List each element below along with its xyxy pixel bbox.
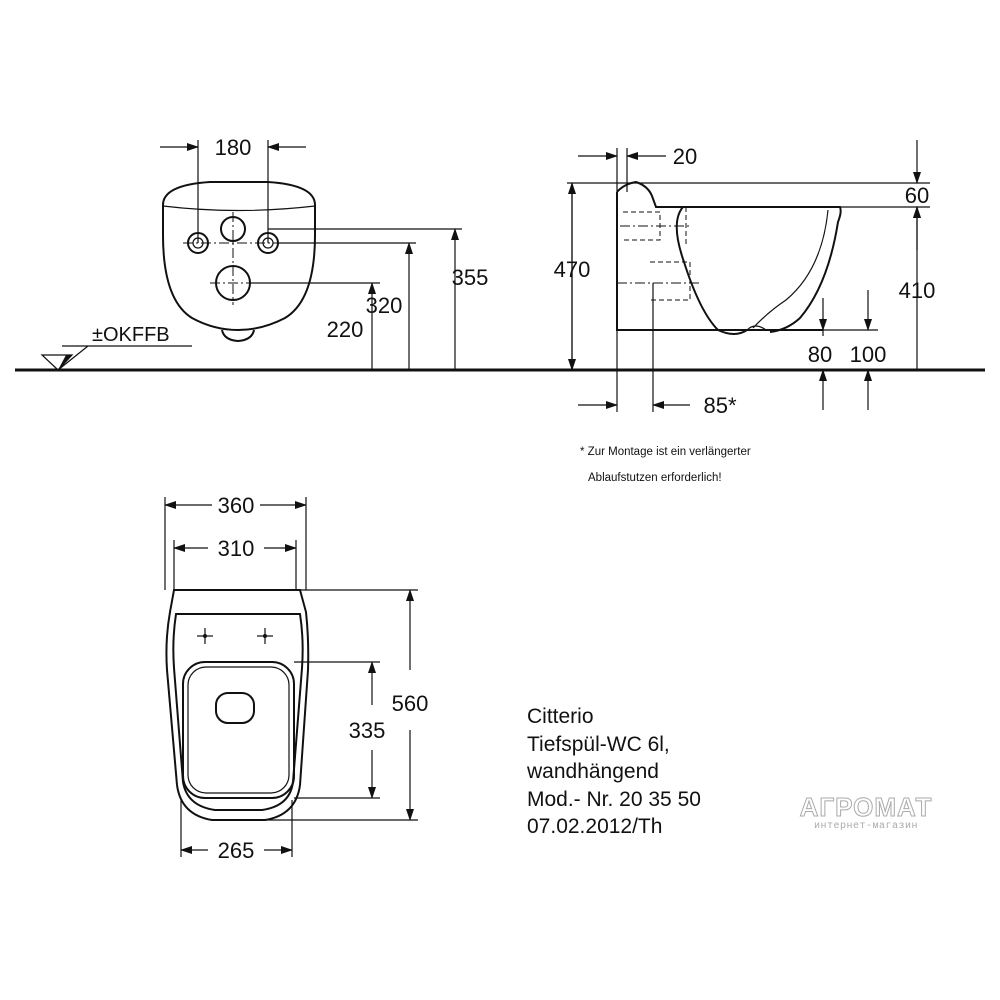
product-info: Citterio Tiefspül-WC 6l, wandhängend Mod… <box>527 703 701 841</box>
footnote-line1: * Zur Montage ist ein verlängerter <box>580 446 751 458</box>
dim-310: 310 <box>218 536 255 561</box>
footnote-line2: Ablaufstutzen erforderlich! <box>588 472 722 484</box>
side-inner-rim <box>752 209 829 329</box>
product-model-number: Mod.- Nr. 20 35 50 <box>527 787 701 811</box>
dim-320: 320 <box>366 293 403 318</box>
dim-335: 335 <box>349 718 386 743</box>
product-type: Tiefspül-WC 6l, <box>527 732 670 756</box>
side-inner-bowl <box>675 206 748 335</box>
dim-470: 470 <box>554 257 591 282</box>
front-outlet <box>221 329 255 343</box>
dim-560: 560 <box>392 691 429 716</box>
dim-265: 265 <box>218 838 255 863</box>
side-bowl-outline <box>616 180 842 333</box>
dim-410: 410 <box>899 278 936 303</box>
top-fixing-mark-left <box>197 628 213 644</box>
top-view: 360 310 560 335 265 <box>164 493 429 863</box>
dim-100: 100 <box>850 342 887 367</box>
dim-85: 85* <box>703 393 736 418</box>
watermark-logo: АГРОМАТ <box>799 792 933 823</box>
watermark: АГРОМАТ интернет-магазин <box>776 792 956 833</box>
top-fixing-mark-right <box>257 628 273 644</box>
dim-360: 360 <box>218 493 255 518</box>
side-view: 20 60 410 470 80 100 85* * Zur Montage i… <box>554 140 936 484</box>
top-outlet-opening <box>215 692 255 724</box>
watermark-subtitle: интернет-магазин <box>813 821 918 832</box>
dim-80: 80 <box>808 342 832 367</box>
product-name: Citterio <box>527 705 594 728</box>
dim-20: 20 <box>673 144 697 169</box>
top-bowl-opening <box>182 661 295 799</box>
product-mounting: wandhängend <box>527 760 659 783</box>
front-top-rim <box>162 205 316 212</box>
top-seat-rim <box>172 613 304 811</box>
front-bowl-outline <box>162 181 316 332</box>
dim-180: 180 <box>215 135 252 160</box>
dim-355: 355 <box>452 265 489 290</box>
floor-ref-label: ±OKFFB <box>92 324 170 346</box>
side-back-plate <box>616 192 823 331</box>
product-date: 07.02.2012/Th <box>527 815 663 838</box>
front-view: 180 355 320 220 ±OKFFB <box>40 135 489 371</box>
dim-220: 220 <box>327 317 364 342</box>
dim-60: 60 <box>905 183 929 208</box>
